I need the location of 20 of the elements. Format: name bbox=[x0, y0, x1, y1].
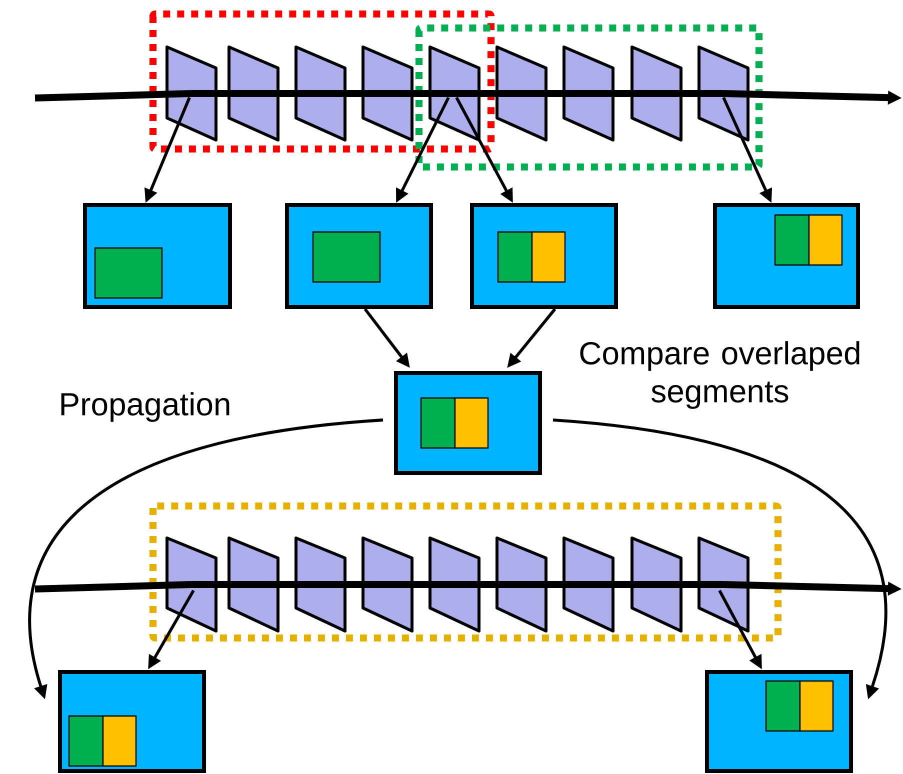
frame-parallelogram bbox=[698, 46, 750, 142]
annotation-text: Compare overlaped segments bbox=[580, 341, 860, 409]
frame-parallelogram bbox=[496, 536, 548, 632]
frame-parallelogram bbox=[562, 46, 614, 142]
frame-parallelogram bbox=[294, 46, 346, 142]
frame-parallelogram bbox=[428, 46, 480, 142]
frame-parallelogram bbox=[228, 536, 280, 632]
frame-parallelogram bbox=[228, 46, 280, 142]
frame-parallelogram bbox=[428, 536, 480, 632]
frame-parallelogram bbox=[496, 46, 548, 142]
frame-parallelogram bbox=[698, 536, 750, 632]
frame-parallelogram bbox=[630, 46, 682, 142]
frame-parallelogram bbox=[630, 536, 682, 632]
frame-parallelogram bbox=[362, 536, 414, 632]
annotation-text: Propagation bbox=[61, 392, 230, 422]
frame-parallelogram bbox=[362, 46, 414, 142]
frame-parallelogram bbox=[166, 536, 218, 632]
frame-parallelogram bbox=[562, 536, 614, 632]
frame-parallelogram bbox=[294, 536, 346, 632]
frame-parallelogram bbox=[166, 46, 218, 142]
